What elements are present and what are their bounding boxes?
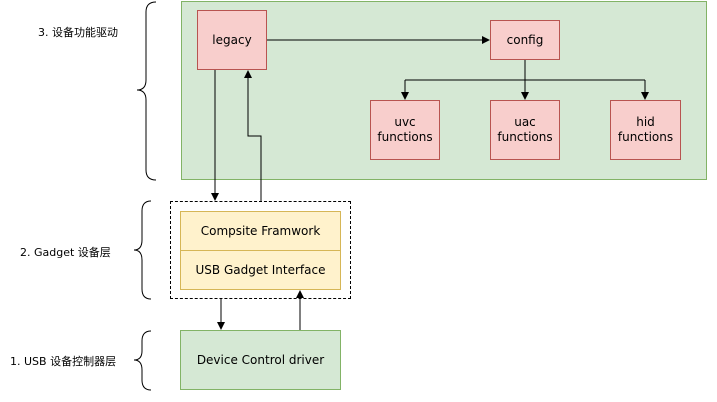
layer-label-gadget: 2. Gadget 设备层 [20, 246, 111, 259]
uvc-functions-node[interactable]: uvc functions [370, 100, 440, 160]
usb-gadget-interface-node[interactable]: USB Gadget Interface [180, 250, 341, 290]
layer-label-function-drivers: 3. 设备功能驱动 [38, 26, 118, 39]
hid-functions-node[interactable]: hid functions [610, 100, 681, 160]
edge-composite-to-legacy [244, 70, 262, 201]
brace-layer2 [133, 200, 152, 300]
uac-functions-node[interactable]: uac functions [490, 100, 560, 160]
layer-label-controller: 1. USB 设备控制器层 [10, 355, 117, 368]
config-node[interactable]: config [490, 20, 560, 60]
device-control-driver-node[interactable]: Device Control driver [180, 330, 341, 390]
brace-layer1 [133, 330, 152, 391]
composite-framework-node[interactable]: Compsite Framwork [180, 211, 341, 251]
gadget-layer-dashed-frame [170, 201, 351, 299]
brace-layer3 [136, 1, 157, 181]
legacy-node[interactable]: legacy [197, 10, 267, 70]
